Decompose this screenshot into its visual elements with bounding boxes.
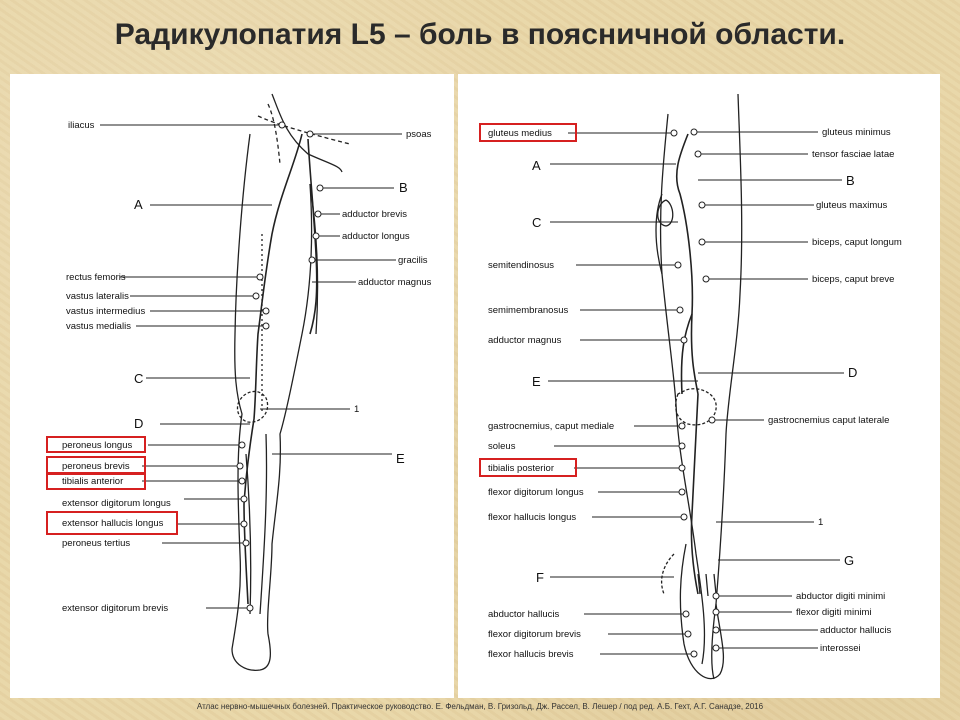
label-d: D [134, 416, 143, 431]
posterior-leg-figure: gluteus medius gluteus minimus tensor fa… [458, 74, 940, 698]
label-extensor-digitorum-longus: extensor digitorum longus [62, 498, 171, 509]
motor-points-left [236, 121, 324, 612]
label-rectus-femoris: rectus femoris [66, 272, 126, 283]
label-abductor-digiti-minimi: abductor digiti minimi [796, 591, 885, 602]
label-flexor-digiti-minimi: flexor digiti minimi [796, 607, 872, 618]
label-vastus-lateralis: vastus lateralis [66, 291, 129, 302]
label-a: A [134, 197, 143, 212]
label-semimembranosus: semimembranosus [488, 305, 568, 316]
label-vastus-intermedius: vastus intermedius [66, 306, 145, 317]
label-a-right: A [532, 158, 541, 173]
label-peroneus-brevis: peroneus brevis [62, 461, 130, 472]
label-g: G [844, 553, 854, 568]
label-adductor-magnus-right: adductor magnus [488, 335, 562, 346]
label-d-right: D [848, 365, 857, 380]
label-tensor-fasciae-latae: tensor fasciae latae [812, 149, 894, 160]
label-semitendinosus: semitendinosus [488, 260, 554, 271]
leader-lines-right [548, 131, 844, 655]
label-e-right: E [532, 374, 541, 389]
label-b-right: B [846, 173, 855, 188]
label-flexor-hallucis-brevis: flexor hallucis brevis [488, 649, 574, 660]
leader-lines-left [100, 124, 402, 609]
label-tibialis-posterior: tibialis posterior [488, 463, 554, 474]
nerve-trunks-posterior [675, 133, 699, 595]
label-adductor-magnus: adductor magnus [358, 277, 432, 288]
label-soleus: soleus [488, 441, 516, 452]
highlight-boxes-right [479, 123, 577, 477]
label-biceps-caput-breve: biceps, caput breve [812, 274, 894, 285]
label-iliacus: iliacus [68, 120, 95, 131]
label-one: 1 [354, 404, 359, 415]
label-psoas: psoas [406, 129, 432, 140]
label-peroneus-longus: peroneus longus [62, 440, 132, 451]
label-f: F [536, 570, 544, 585]
nerve-trunks [243, 133, 318, 605]
label-gastrocnemius-caput-mediale: gastrocnemius, caput mediale [488, 421, 614, 432]
citation-footer: Атлас нервно-мышечных болезней. Практиче… [196, 702, 764, 711]
label-adductor-brevis: adductor brevis [342, 209, 407, 220]
label-interossei: interossei [820, 643, 861, 654]
label-b: B [399, 180, 408, 195]
label-biceps-caput-longum: biceps, caput longum [812, 237, 902, 248]
label-gluteus-minimus: gluteus minimus [822, 127, 891, 138]
anterior-leg-diagram: iliacus psoas A B adductor brevis adduct… [46, 93, 432, 671]
leg-outline-posterior [655, 93, 743, 680]
label-extensor-digitorum-brevis: extensor digitorum brevis [62, 603, 168, 614]
label-adductor-longus: adductor longus [342, 231, 410, 242]
page-title: Радикулопатия L5 – боль в поясничной обл… [114, 18, 846, 51]
label-tibialis-anterior: tibialis anterior [62, 476, 123, 487]
label-flexor-digitorum-longus: flexor digitorum longus [488, 487, 584, 498]
label-peroneus-tertius: peroneus tertius [62, 538, 130, 549]
anterior-leg-figure: iliacus psoas A B adductor brevis adduct… [10, 74, 454, 698]
label-e: E [396, 451, 405, 466]
motor-points-right [670, 128, 720, 658]
label-gastrocnemius-caput-laterale: gastrocnemius caput laterale [768, 415, 889, 426]
label-one-right: 1 [818, 517, 823, 528]
label-gluteus-maximus: gluteus maximus [816, 200, 888, 211]
label-vastus-medialis: vastus medialis [66, 321, 131, 332]
leg-outline [231, 93, 351, 671]
label-flexor-hallucis-longus: flexor hallucis longus [488, 512, 576, 523]
label-extensor-hallucis-longus: extensor hallucis longus [62, 518, 164, 529]
label-c-right: C [532, 215, 541, 230]
label-gracilis: gracilis [398, 255, 428, 266]
highlight-boxes-left [46, 436, 178, 535]
label-c: C [134, 371, 143, 386]
label-flexor-digitorum-brevis: flexor digitorum brevis [488, 629, 581, 640]
label-adductor-hallucis: adductor hallucis [820, 625, 892, 636]
posterior-leg-diagram: gluteus medius gluteus minimus tensor fa… [479, 93, 902, 680]
label-gluteus-medius: gluteus medius [488, 128, 552, 139]
label-abductor-hallucis: abductor hallucis [488, 609, 560, 620]
